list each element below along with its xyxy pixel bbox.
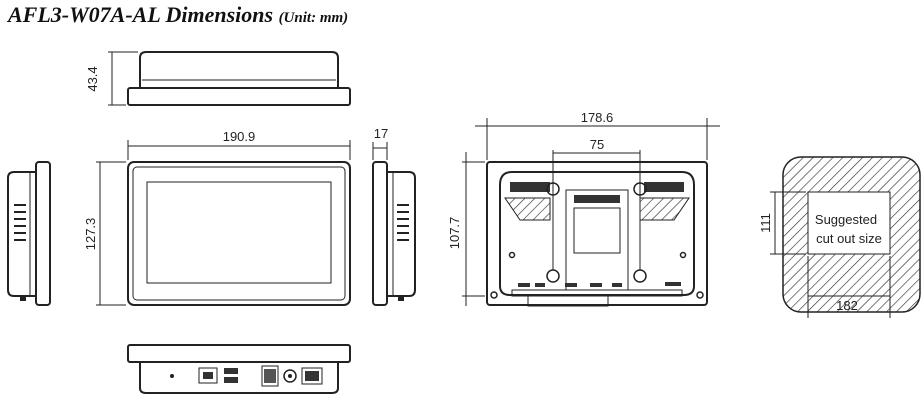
dim-height: 127.3: [83, 218, 98, 251]
dim-cutout-height: 111: [758, 213, 773, 233]
dim-depth-total: 43.4: [85, 66, 100, 91]
title-main: AFL3-W07A-AL Dimensions: [8, 2, 274, 27]
dim-side-depth: 17: [374, 126, 388, 141]
title-unit: (Unit: mm): [278, 10, 349, 26]
front-view: 190.9 127.3: [83, 129, 351, 306]
dim-rear-height: 107.7: [447, 217, 462, 250]
page-title: AFL3-W07A-AL Dimensions (Unit: mm): [8, 2, 348, 28]
dim-rear-width: 178.6: [581, 110, 614, 125]
top-view: 43.4: [85, 51, 351, 106]
left-side-view: [7, 161, 51, 306]
rear-view: 178.6 75 107.7: [447, 110, 720, 307]
cutout-label-line1: Suggested: [815, 212, 877, 227]
dim-vesa: 75: [590, 137, 604, 152]
cutout-label-line2: cut out size: [816, 231, 882, 246]
cutout-diagram: Suggested cut out size 111 182: [758, 156, 921, 318]
bottom-view: [127, 344, 351, 394]
right-side-view: 17: [372, 126, 416, 306]
dim-cutout-width: 182: [836, 298, 858, 313]
dim-width: 190.9: [223, 129, 256, 144]
